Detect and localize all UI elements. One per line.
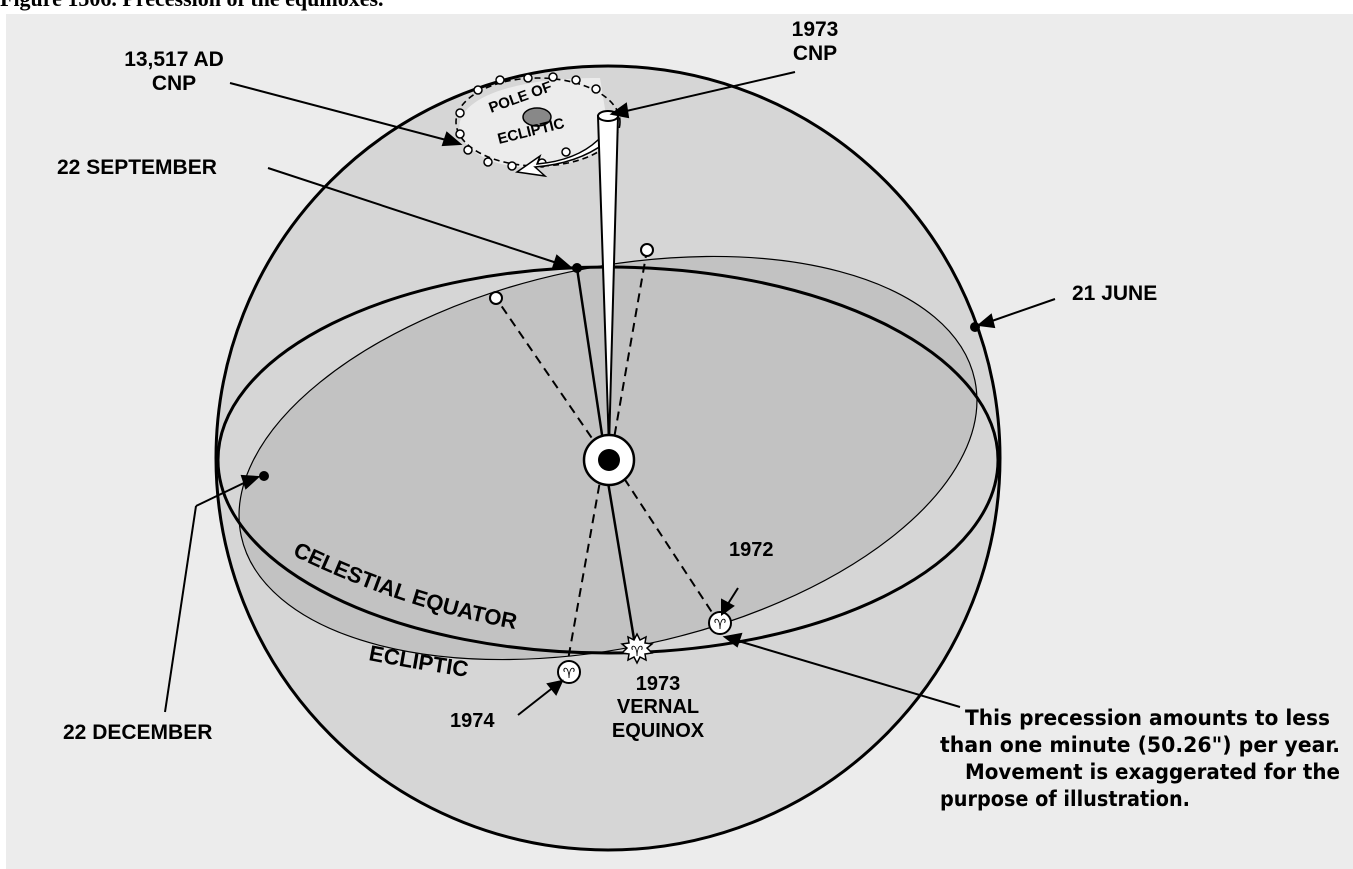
label-13517-ad: 13,517 AD <box>124 48 224 71</box>
sphere-outline <box>214 64 1002 852</box>
dashed-radials <box>495 249 718 661</box>
label-ve-equinox: EQUINOX <box>612 720 705 742</box>
svg-text:This precession amounts to les: This precession amounts to less <box>965 706 1330 730</box>
label-1972: 1972 <box>729 539 774 561</box>
earth-center-icon <box>582 433 636 487</box>
aries-1972-icon: ♈ <box>708 611 732 635</box>
solid-radials <box>575 267 638 652</box>
label-1973-cnp: CNP <box>793 42 837 65</box>
label-ve-vernal: VERNAL <box>617 696 699 718</box>
precession-circle: POLE OF ECLIPTIC <box>455 72 621 178</box>
label-22-september: 22 SEPTEMBER <box>57 156 217 179</box>
svg-text:♈: ♈ <box>563 666 576 682</box>
leader-arrows <box>164 71 1056 716</box>
aries-1974-icon: ♈ <box>557 660 581 684</box>
label-1973-year: 1973 <box>792 18 839 41</box>
svg-text:♈: ♈ <box>714 617 727 633</box>
aries-1973-icon: ♈ <box>620 632 654 665</box>
svg-text:♈: ♈ <box>631 644 644 660</box>
label-13517-cnp: CNP <box>152 72 196 95</box>
label-1974: 1974 <box>450 710 495 732</box>
pole-of-ecliptic-marker <box>522 107 552 127</box>
label-22-december: 22 DECEMBER <box>63 721 212 744</box>
figure-caption: Figure 1506. Precession of the equinoxes… <box>0 0 1353 16</box>
svg-text:Movement is exaggerated for th: Movement is exaggerated for the <box>965 760 1340 784</box>
label-ve-year: 1973 <box>636 673 681 695</box>
label-21-june: 21 JUNE <box>1072 282 1157 305</box>
precession-note: This precession amounts to less than one… <box>940 706 1340 811</box>
svg-text:purpose of illustration.: purpose of illustration. <box>940 787 1190 811</box>
markers <box>259 243 980 481</box>
svg-text:than one minute (50.26") per y: than one minute (50.26") per year. <box>940 733 1340 757</box>
